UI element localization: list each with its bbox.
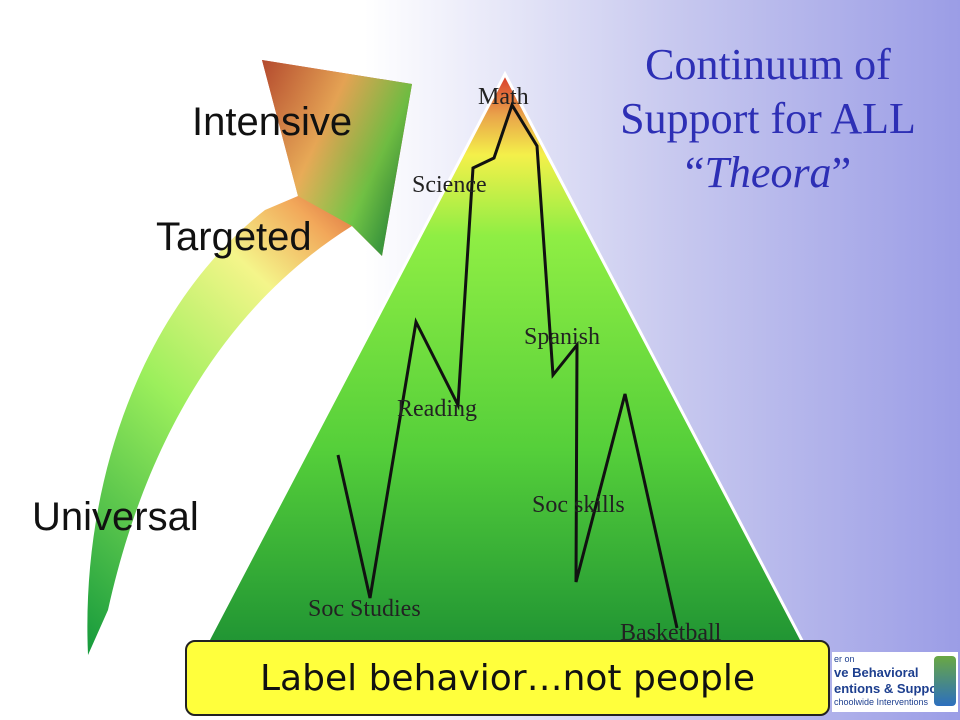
title-line-2: Support for ALL	[620, 94, 916, 143]
subject-reading-label: Reading	[397, 396, 477, 422]
tier-universal-label: Universal	[32, 495, 199, 539]
subject-science-label: Science	[412, 172, 487, 198]
tier-targeted-label: Targeted	[156, 215, 312, 259]
slide-title: Continuum of Support for ALL “Theora”	[588, 38, 948, 200]
pbis-logo: er on ve Behavioral entions & Supports c…	[832, 652, 958, 712]
subject-soc-studies-label: Soc Studies	[308, 596, 421, 622]
tier-intensive-label: Intensive	[192, 100, 353, 144]
logo-line-4: choolwide Interventions	[834, 697, 929, 707]
title-line-1: Continuum of	[645, 40, 891, 89]
subject-soc-skills-label: Soc skills	[532, 492, 625, 518]
logo-line-3: entions & Supports	[834, 681, 954, 696]
logo-line-2: ve Behavioral	[834, 665, 919, 680]
title-line-3: “Theora”	[588, 146, 948, 200]
title-quote-open: “	[684, 148, 705, 197]
logo-emblem-icon	[934, 656, 956, 706]
student-profile-line	[336, 101, 679, 629]
arrow-head	[262, 60, 412, 256]
subject-math-label: Math	[478, 84, 529, 110]
subject-spanish-label: Spanish	[524, 324, 601, 350]
logo-line-1: er on	[834, 654, 855, 664]
label-behavior-banner: Label behavior…not people	[185, 640, 830, 716]
banner-text: Label behavior…not people	[260, 657, 755, 699]
title-quote-close: ”	[831, 148, 852, 197]
student-name: Theora	[704, 148, 832, 197]
